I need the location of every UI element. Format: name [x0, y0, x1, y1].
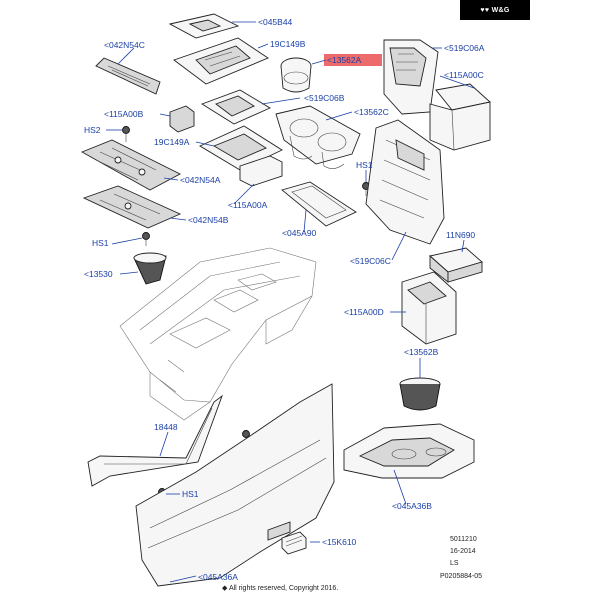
label-045A90: <045A90 — [282, 228, 317, 238]
label-519C06C: <519C06C — [350, 256, 391, 266]
label-045A36B: <045A36B — [392, 501, 432, 511]
console-assembly-outline — [119, 247, 317, 421]
part-HS1-screw-left — [142, 232, 150, 246]
part-13562B — [399, 377, 441, 411]
label-13562C: <13562C — [354, 107, 389, 117]
part-045A36A — [135, 383, 335, 587]
label-15K610: <15K610 — [322, 537, 357, 547]
part-519C06A — [383, 39, 439, 115]
leader-lines — [106, 21, 475, 583]
label-115A00B: <115A00B — [104, 109, 144, 119]
label-042N54C: <042N54C — [104, 40, 145, 50]
part-519C06C — [365, 119, 445, 245]
meta-line-2: 16-2014 — [450, 548, 476, 555]
part-115A00A — [239, 155, 283, 187]
label-13562A: <13562A — [327, 55, 362, 65]
label-13562B: <13562B — [404, 347, 439, 357]
part-519C06B — [200, 89, 271, 125]
label-13530: <13530 — [84, 269, 113, 279]
part-045A36B — [343, 423, 475, 479]
part-045B44 — [168, 13, 240, 39]
label-519C06A: <519C06A — [444, 43, 485, 53]
meta-line-3: LS — [450, 560, 459, 567]
part-115A00B — [169, 105, 195, 133]
part-19C149B — [173, 37, 269, 85]
copyright-text: ◆ All rights reserved, Copyright 2016. — [222, 585, 338, 592]
label-519C06B: <519C06B — [304, 93, 345, 103]
part-18448 — [87, 394, 223, 487]
highlight-13562A — [324, 54, 382, 66]
label-HS2: HS2 — [84, 125, 101, 135]
label-19C149B: 19C149B — [270, 39, 306, 49]
label-042N54A: <042N54A — [180, 175, 221, 185]
part-11N690 — [429, 247, 483, 283]
label-HS1-lower: HS1 — [182, 489, 199, 499]
part-042N54B — [82, 185, 182, 229]
label-115A00C: <115A00C — [444, 70, 484, 80]
part-15K610 — [281, 531, 307, 555]
label-115A00A: <115A00A — [228, 200, 268, 210]
label-HS1-left: HS1 — [92, 238, 109, 248]
meta-line-1: 5011210 — [450, 536, 477, 543]
label-HS1-upper: HS1 — [356, 160, 373, 170]
part-115A00C — [429, 83, 491, 151]
brand-logo: ♥♥ W&G — [460, 0, 530, 20]
label-19C149A: 19C149A — [154, 137, 190, 147]
part-13562C — [275, 105, 361, 169]
label-18448: 18448 — [154, 422, 178, 432]
label-045B44: <045B44 — [258, 17, 293, 27]
part-115A00D — [401, 271, 457, 345]
label-042N54B: <042N54B — [188, 215, 229, 225]
label-045A36A: <045A36A — [198, 572, 238, 582]
part-042N54C — [95, 57, 161, 95]
part-042N54A — [80, 139, 181, 191]
part-045A90 — [281, 181, 357, 227]
part-HS2-screw — [122, 126, 130, 142]
label-115A00D: <115A00D — [344, 307, 384, 317]
part-13530 — [133, 252, 167, 285]
meta-line-4: P0205884-05 — [440, 573, 482, 580]
part-13562A — [280, 57, 312, 93]
label-11N690: 11N690 — [446, 230, 475, 240]
